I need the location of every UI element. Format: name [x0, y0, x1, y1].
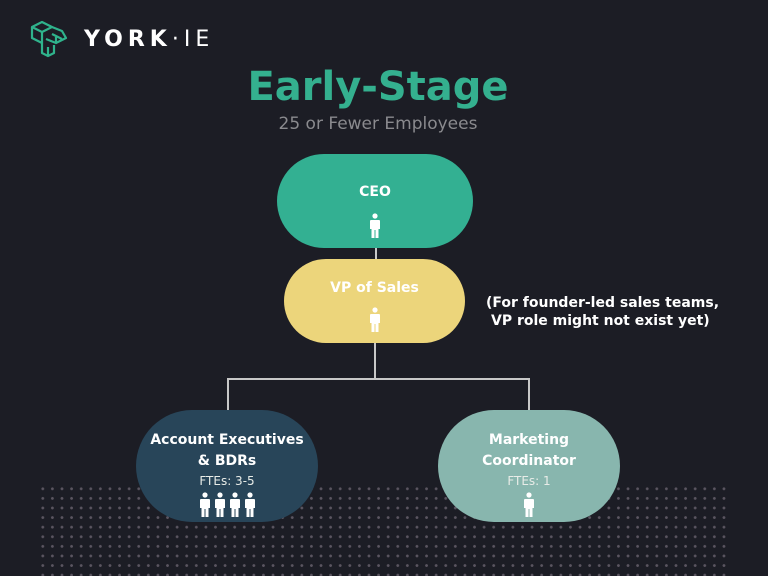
- brand-separator: ·: [171, 26, 184, 52]
- page-title: Early-Stage: [247, 64, 509, 110]
- node-ae-persons: [199, 492, 256, 518]
- vp-note-line1: (For founder-led sales teams,: [486, 295, 720, 311]
- node-mc-persons: [523, 492, 535, 518]
- vp-note-line2: VP role might not exist yet): [491, 313, 710, 329]
- node-ae-fte: FTEs: 3-5: [199, 474, 255, 488]
- node-vp-title: VP of Sales: [330, 280, 419, 296]
- brand-logo: YORK·IE: [28, 18, 214, 60]
- vp-note: (For founder-led sales teams, VP role mi…: [486, 294, 719, 330]
- connector-left-down: [227, 378, 229, 412]
- person-icon: [524, 492, 534, 517]
- node-vp-of-sales: VP of Sales: [284, 259, 465, 343]
- person-icon: [244, 492, 255, 517]
- node-ceo-title: CEO: [359, 184, 391, 200]
- node-mc-title-line1: Marketing: [488, 432, 570, 448]
- brand-suffix: IE: [183, 26, 215, 52]
- node-ceo: CEO: [277, 154, 473, 248]
- node-ae-title-line2: & BDRs: [197, 453, 257, 469]
- page-subtitle: 25 or Fewer Employees: [278, 114, 478, 134]
- dot-pattern-decoration: [38, 484, 730, 576]
- brand-name: YORK: [84, 26, 172, 52]
- connector-horizontal: [227, 378, 530, 380]
- person-icon: [370, 213, 380, 238]
- person-icon: [199, 492, 210, 517]
- connector-ceo-vp: [375, 246, 377, 261]
- york-ie-logo-icon: [30, 20, 68, 58]
- node-ae-title-line1: Account Executives: [150, 432, 304, 448]
- brand-wordmark: YORK·IE: [84, 27, 214, 52]
- person-icon: [369, 307, 380, 332]
- person-icon: [229, 492, 240, 517]
- node-mc-fte: FTEs: 1: [507, 474, 551, 488]
- node-account-executives: Account Executives & BDRs FTEs: 3-5: [136, 410, 318, 522]
- person-icon: [214, 492, 225, 517]
- node-mc-title-line2: Coordinator: [482, 453, 576, 469]
- node-marketing-coordinator: Marketing Coordinator FTEs: 1: [438, 410, 620, 522]
- node-ceo-persons: [369, 213, 381, 239]
- node-vp-persons: [369, 307, 381, 333]
- connector-vp-down: [374, 341, 376, 379]
- connector-right-down: [528, 378, 530, 412]
